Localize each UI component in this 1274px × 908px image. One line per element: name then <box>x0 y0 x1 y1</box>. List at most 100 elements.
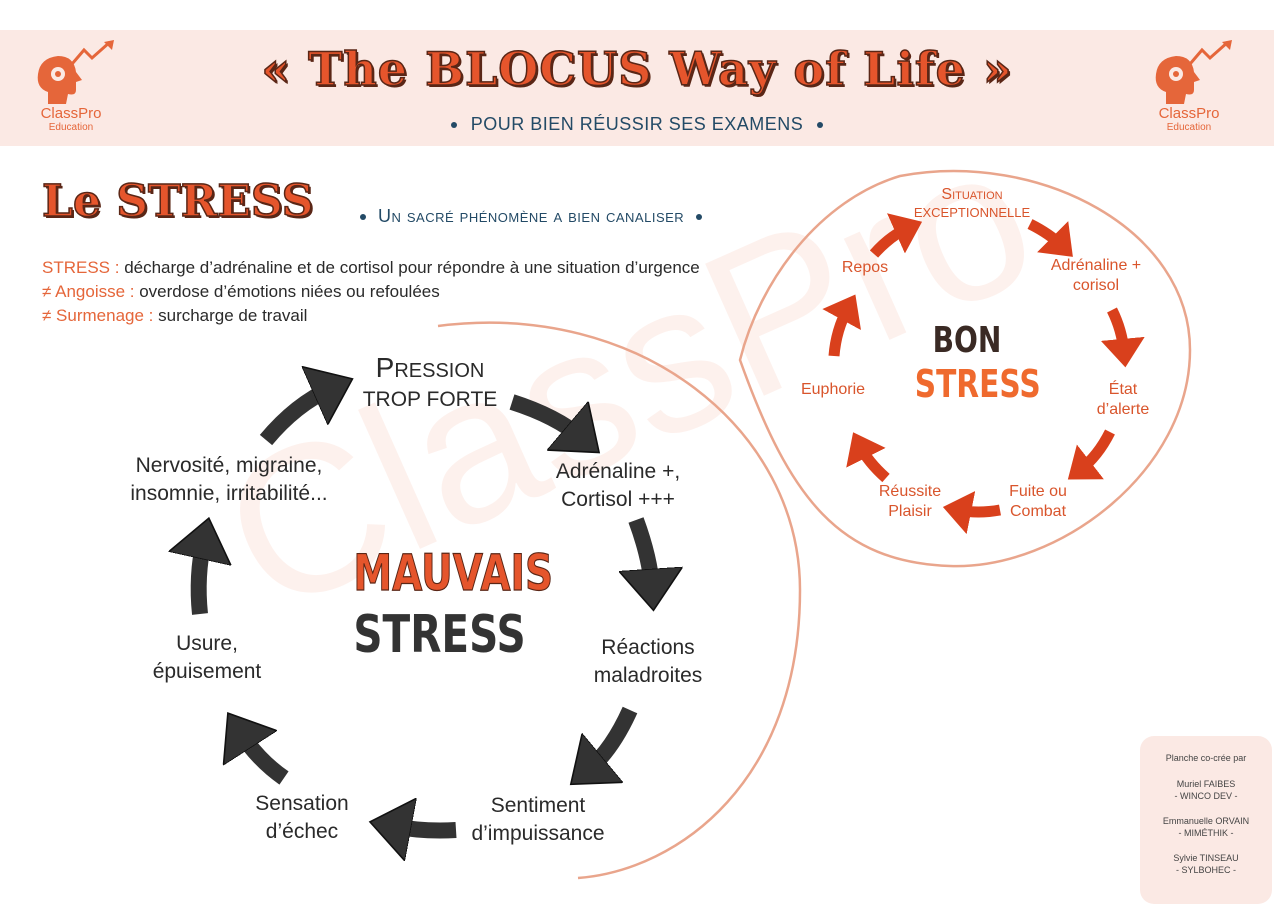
good-arrow <box>822 294 861 357</box>
step-line1: Adrénaline +, <box>555 460 681 483</box>
credit-name: Emmanuelle ORVAIN <box>1162 816 1250 826</box>
step-line1: Usure, <box>176 632 238 655</box>
credit-org: - SYLBOHEC - <box>1175 865 1236 875</box>
definition-term: ≠ Angoisse : <box>42 282 135 301</box>
step-line2: d’échec <box>265 820 339 843</box>
definitions: STRESS : décharge d’adrénaline et de cor… <box>42 256 700 328</box>
bad-cycle-arrows <box>199 388 652 831</box>
logo-brand: ClassPro <box>1158 105 1220 122</box>
bad-arrow <box>240 732 289 785</box>
bad-arrow <box>199 540 204 615</box>
bad-arrow <box>392 826 457 831</box>
credit-org: - WINCO DEV - <box>1174 791 1238 801</box>
step-line1: Réactions <box>601 636 695 659</box>
bad-step-pression: Pression TROP FORTE <box>350 352 510 416</box>
step-line1: Nervosité, migraine, <box>135 454 323 477</box>
bad-arrow <box>636 517 652 588</box>
logo-brand: ClassPro <box>40 105 102 122</box>
logo-left: ClassPro Education <box>26 40 116 140</box>
step-line1: Fuite ou <box>1009 483 1067 500</box>
bad-center-line1: MAUVAIS <box>353 543 554 602</box>
good-arrow <box>846 432 890 483</box>
step-line2: Combat <box>1009 503 1067 520</box>
definition-angoisse: ≠ Angoisse : overdose d’émotions niées o… <box>42 280 700 304</box>
good-arrow <box>942 491 1001 535</box>
step-line2: EXCEPTIONNELLE <box>913 205 1031 220</box>
header-subtitle: POUR BIEN RÉUSSIR SES EXAMENS <box>180 114 1094 135</box>
bad-step-sensation: Sensation d’échec <box>232 790 372 846</box>
good-stress-outline <box>738 169 1192 568</box>
step-line1: Sentiment <box>490 794 586 817</box>
credits-box: Planche co-crée par Muriel FAIBES - WINC… <box>1140 736 1272 904</box>
section-subtitle-text: Un sacré phénomène a bien canaliser <box>378 206 685 226</box>
good-step-etat: État d’alerte <box>1082 380 1164 420</box>
logo-sub: Education <box>1166 122 1212 133</box>
step-line2: d’impuissance <box>471 822 605 845</box>
section-title: Le STRESS <box>41 175 314 228</box>
bad-step-reactions: Réactions maladroites <box>568 634 728 690</box>
step-line1: Repos <box>841 259 889 276</box>
credit-name: Muriel FAIBES <box>1176 779 1236 789</box>
bullet-dot <box>450 122 457 129</box>
bullet-dot <box>360 214 366 221</box>
step-line2: corisol <box>1072 277 1120 294</box>
good-step-fuite: Fuite ou Combat <box>998 482 1078 522</box>
bad-center-line2: STRESS <box>353 605 526 665</box>
good-step-repos: Repos <box>830 258 900 278</box>
bad-arrow <box>588 706 638 770</box>
step-line2: épuisement <box>152 660 262 683</box>
header-band: ClassPro Education ClassPro Education « … <box>0 30 1274 146</box>
step-line1: Pression <box>375 352 485 383</box>
step-line1: Situation <box>941 186 1003 203</box>
section-subtitle: Un sacré phénomène a bien canaliser <box>360 206 703 227</box>
good-step-euphorie: Euphorie <box>792 380 874 400</box>
definition-surmenage: ≠ Surmenage : surcharge de travail <box>42 304 700 328</box>
definition-stress: STRESS : décharge d’adrénaline et de cor… <box>42 256 700 280</box>
step-line1: État <box>1108 381 1138 398</box>
bad-arrow <box>509 394 582 438</box>
good-arrow <box>869 213 923 258</box>
head-gear-icon <box>37 40 114 104</box>
step-line2: maladroites <box>593 664 703 687</box>
step-line1: Adrénaline + <box>1050 257 1142 274</box>
bad-stress-outline <box>437 321 802 880</box>
bad-step-nervosite: Nervosité, migraine, insomnie, irritabil… <box>104 452 354 508</box>
definition-text: décharge d’adrénaline et de cortisol pou… <box>119 258 700 277</box>
bullet-dot <box>696 214 703 221</box>
good-cycle-arrows <box>822 213 1145 535</box>
step-line1: Sensation <box>255 792 349 815</box>
bullet-dot <box>817 122 824 129</box>
good-center-line1: BON <box>932 320 1002 361</box>
good-arrow <box>1067 429 1115 480</box>
bad-step-adrenaline: Adrénaline +, Cortisol +++ <box>528 458 708 514</box>
logo-right: ClassPro Education <box>1144 40 1234 140</box>
good-step-reussite: Réussite Plaisir <box>866 482 954 522</box>
step-line1: Euphorie <box>800 381 866 398</box>
good-step-adrenaline: Adrénaline + corisol <box>1040 256 1152 296</box>
step-line2: Plaisir <box>888 503 932 520</box>
credits-intro: Planche co-crée par <box>1165 753 1247 763</box>
step-line2: d’alerte <box>1096 401 1150 418</box>
good-arrow <box>1100 307 1145 368</box>
good-step-situation: Situation EXCEPTIONNELLE <box>906 186 1038 222</box>
bad-step-usure: Usure, épuisement <box>132 630 282 686</box>
good-arrow <box>1027 219 1073 257</box>
bad-step-sentiment: Sentiment d’impuissance <box>450 792 626 848</box>
definition-term: ≠ Surmenage : <box>42 306 154 325</box>
step-line2: Cortisol +++ <box>561 488 675 511</box>
step-line2: TROP FORTE <box>362 388 498 411</box>
header-subtitle-text: POUR BIEN RÉUSSIR SES EXAMENS <box>470 114 804 134</box>
head-gear-icon <box>1155 40 1232 104</box>
definition-text: surcharge de travail <box>153 306 308 325</box>
definition-text: overdose d’émotions niées ou refoulées <box>134 282 440 301</box>
bad-arrow <box>259 388 332 446</box>
credit-org: - MIMÉTHIK - <box>1178 828 1234 838</box>
main-title: « The BLOCUS Way of Life » <box>261 41 1013 97</box>
definition-term: STRESS : <box>42 258 120 277</box>
step-line2: insomnie, irritabilité... <box>130 482 328 505</box>
credit-name: Sylvie TINSEAU <box>1173 853 1239 863</box>
good-center-line2: STRESS <box>914 362 1041 406</box>
step-line1: Réussite <box>878 483 942 500</box>
logo-sub: Education <box>48 122 94 133</box>
